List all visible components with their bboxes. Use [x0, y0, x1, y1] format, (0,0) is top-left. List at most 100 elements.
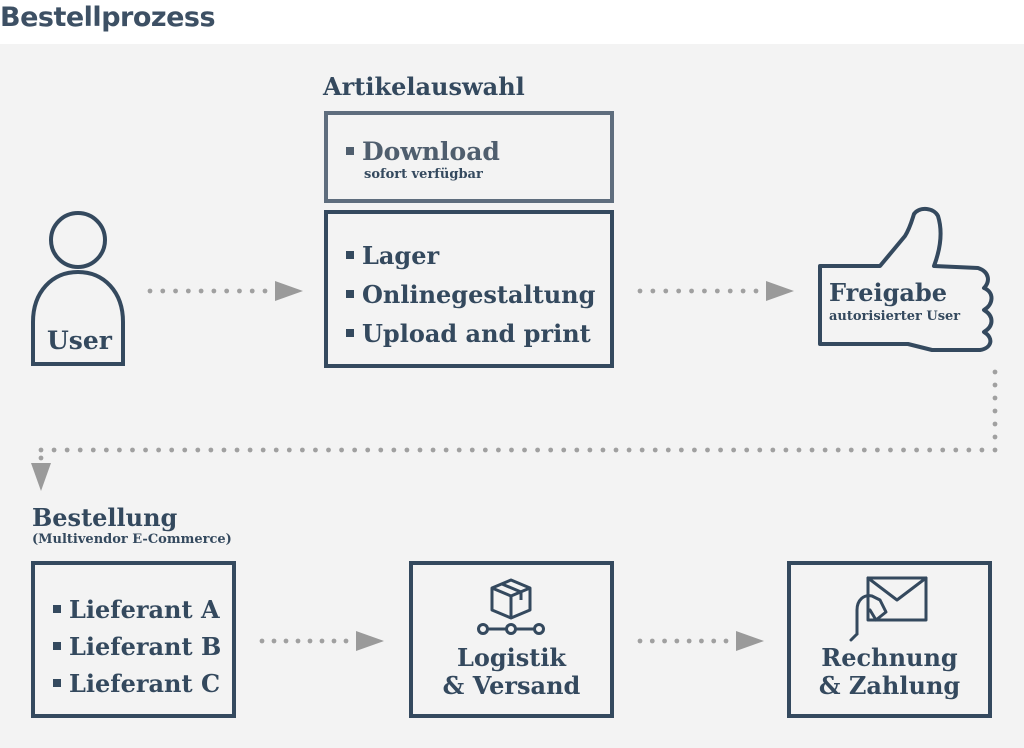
connector-dot — [51, 447, 57, 453]
connector-dot — [600, 447, 606, 453]
connector-dot — [731, 447, 737, 453]
bullet-icon — [346, 328, 354, 337]
connector-dot — [307, 638, 313, 644]
connector-dot — [753, 288, 759, 294]
lieferant-item: Lieferant C — [53, 665, 221, 702]
connector-dot — [835, 447, 841, 453]
logistik-line2: & Versand — [442, 671, 581, 700]
connector-dot — [378, 447, 384, 453]
user-label: User — [47, 326, 112, 355]
connector-dot — [822, 447, 828, 453]
freigabe-label: Freigabe — [829, 278, 948, 307]
connector-dot — [90, 447, 96, 453]
connector-dot — [561, 447, 567, 453]
connector-artikel-to-freigabe — [637, 288, 759, 294]
connector-dot — [783, 447, 789, 453]
connector-dot — [313, 447, 318, 453]
connector-dot — [663, 288, 669, 294]
connector-dot — [613, 447, 619, 453]
rechnung-line2: & Zahlung — [818, 671, 961, 700]
connector-dot — [992, 408, 998, 414]
connector-dot — [273, 447, 279, 453]
connector-dot — [714, 288, 720, 294]
connector-dot — [740, 288, 746, 294]
connector-dot — [940, 447, 946, 453]
logistik-box — [409, 561, 614, 718]
connector-dot — [103, 447, 109, 453]
connector-dot — [469, 447, 475, 453]
bullet-icon — [53, 641, 61, 650]
connector-dot — [692, 447, 697, 453]
connector-dot — [662, 638, 667, 644]
rechnung-line1: Rechnung — [821, 643, 958, 672]
connector-dot — [343, 638, 349, 644]
connector-dot — [211, 288, 217, 294]
connector-dot — [173, 288, 178, 294]
connector-dot — [649, 638, 655, 644]
arrowhead-artikel-to-freigabe — [766, 281, 794, 301]
connector-freigabe-to-bestellung — [38, 369, 998, 461]
connector-dot — [352, 447, 358, 453]
lieferant-item: Lieferant A — [53, 591, 221, 628]
connector-dot — [198, 288, 204, 294]
connector-dot — [221, 447, 227, 453]
dotted-connectors — [38, 288, 998, 644]
connector-dot — [966, 447, 972, 453]
connector-dot — [430, 447, 436, 453]
connector-dot — [574, 447, 580, 453]
artikel-options-box: Lager Onlinegestaltung Upload and print — [324, 210, 614, 368]
connector-dot — [117, 447, 122, 453]
connector-dot — [678, 447, 684, 453]
connector-dot — [224, 288, 230, 294]
connector-dot — [548, 447, 554, 453]
bullet-icon — [53, 678, 61, 687]
connector-dot — [979, 447, 985, 453]
connector-dot — [992, 421, 998, 427]
connector-dot — [391, 447, 397, 453]
bestellung-heading: Bestellung — [32, 503, 178, 532]
connector-dot — [723, 638, 729, 644]
connector-dot — [156, 447, 162, 453]
connector-dot — [686, 638, 692, 644]
connector-dot — [182, 447, 188, 453]
connector-dot — [482, 447, 488, 453]
connector-dot — [247, 447, 253, 453]
connector-dot — [727, 288, 733, 294]
connector-bestellung-to-logistik — [259, 638, 349, 644]
connector-dot — [861, 447, 867, 453]
connector-dot — [169, 447, 175, 453]
connector-dot — [522, 447, 527, 453]
connector-dot — [796, 447, 802, 453]
connector-dot — [417, 447, 423, 453]
package-route-icon — [477, 578, 545, 635]
bullet-icon — [53, 604, 61, 613]
arrowhead-logistik-to-rechnung — [736, 631, 764, 651]
connector-dot — [639, 447, 645, 453]
connector-dot — [283, 638, 289, 644]
connector-dot — [652, 447, 658, 453]
connector-dot — [160, 288, 166, 294]
connector-dot — [744, 447, 750, 453]
connector-dot — [38, 447, 44, 453]
connector-dot — [237, 288, 242, 294]
connector-dot — [185, 288, 191, 294]
connector-dot — [456, 447, 462, 453]
connector-dot — [757, 447, 763, 453]
connector-dot — [404, 447, 410, 453]
connector-logistik-to-rechnung — [637, 638, 729, 644]
arrowhead-bestellung-to-logistik — [356, 631, 384, 651]
thumbs-up-icon — [818, 207, 994, 352]
connector-dot — [147, 288, 153, 294]
connector-dot — [295, 638, 301, 644]
connector-dot — [914, 447, 919, 453]
logistik-label: Logistik & Versand — [409, 644, 614, 700]
connector-dot — [234, 447, 240, 453]
connector-dot — [992, 382, 998, 388]
connector-dot — [770, 447, 776, 453]
connector-dot — [339, 447, 344, 453]
connector-dot — [689, 288, 694, 294]
logistik-line1: Logistik — [456, 643, 567, 672]
connector-dot — [38, 455, 44, 461]
lieferant-item: Lieferant B — [53, 628, 221, 665]
